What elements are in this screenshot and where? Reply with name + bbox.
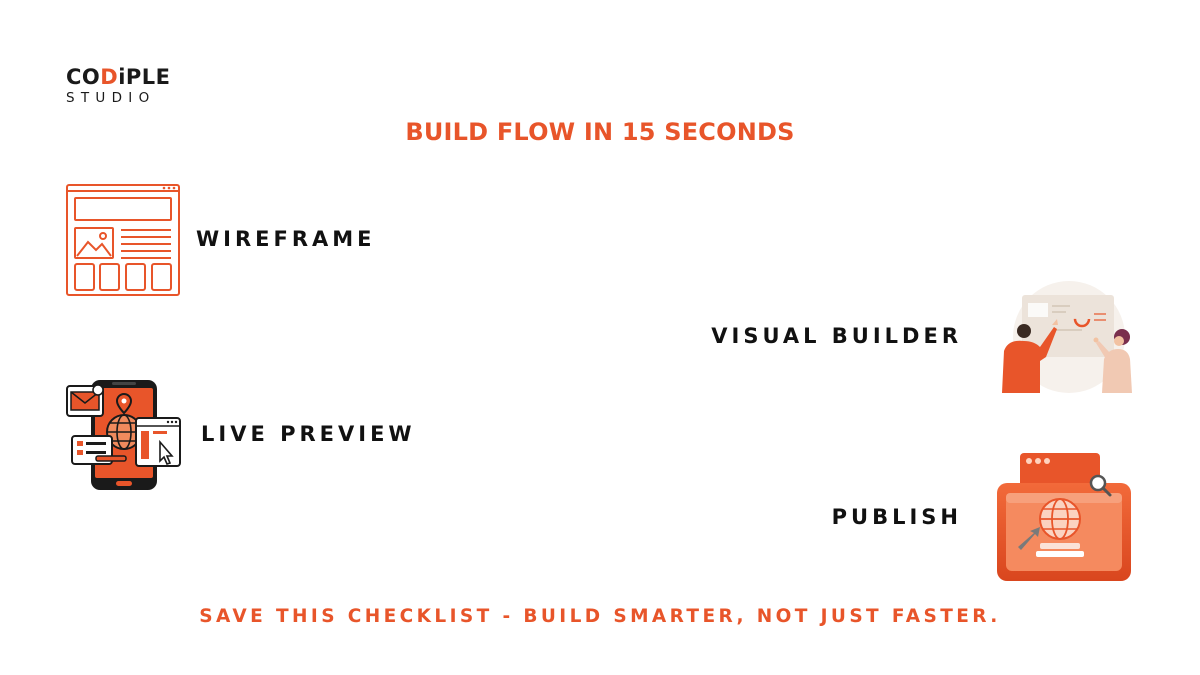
footer-tagline: SAVE THIS CHECKLIST - BUILD SMARTER, NOT… — [199, 606, 1001, 627]
step-visual-builder: VISUAL BUILDER — [711, 324, 962, 348]
logo-wordmark: CODiPLE — [66, 65, 171, 89]
page-title: BUILD FLOW IN 15 SECONDS — [405, 118, 795, 146]
step-publish: PUBLISH — [831, 505, 962, 529]
step-wireframe: WIREFRAME — [196, 227, 376, 251]
brand-logo: CODiPLE STUDIO — [66, 66, 206, 106]
step-live-preview: LIVE PREVIEW — [201, 422, 416, 446]
wireframe-layout-icon — [66, 184, 180, 296]
devices-preview-icon — [66, 380, 181, 490]
team-at-whiteboard-illustration — [1002, 281, 1132, 393]
logo-subtitle: STUDIO — [66, 90, 156, 106]
globe-publish-icon — [997, 453, 1131, 581]
